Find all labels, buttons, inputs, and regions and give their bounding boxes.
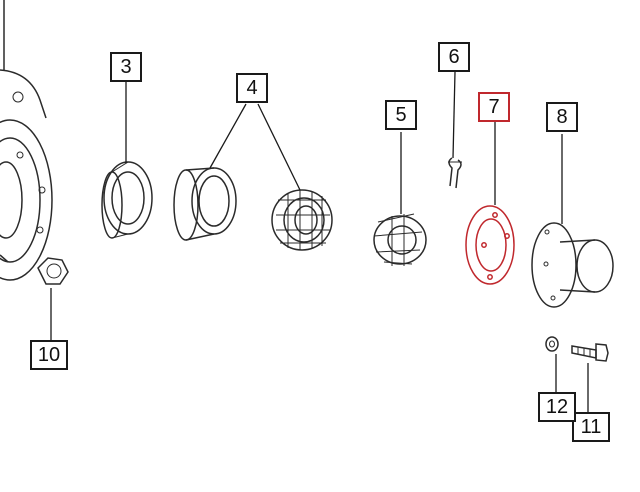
callout-12: 12 [538,392,576,422]
roller-bearing-part-4 [271,189,333,251]
bolt-part-11 [571,343,609,362]
cotter-pin-part-6 [448,157,462,189]
callout-11: 11 [572,412,610,442]
hub-cap-part-8 [531,222,614,308]
callout-4: 4 [236,73,268,103]
retainer-part-5 [373,213,427,266]
washer-part-12 [545,336,559,352]
callout-8: 8 [546,102,578,132]
hub-housing [0,0,53,281]
callout-10: 10 [30,340,68,370]
seal-part-3 [101,161,153,239]
callout-3: 3 [110,52,142,82]
callout-7: 7 [478,92,510,122]
gasket-part-7 [465,205,515,285]
callout-5: 5 [385,100,417,130]
callout-6: 6 [438,42,470,72]
bearing-cup-part-4 [173,167,237,241]
nut-part-10 [37,257,69,285]
leader-lines [50,71,589,412]
